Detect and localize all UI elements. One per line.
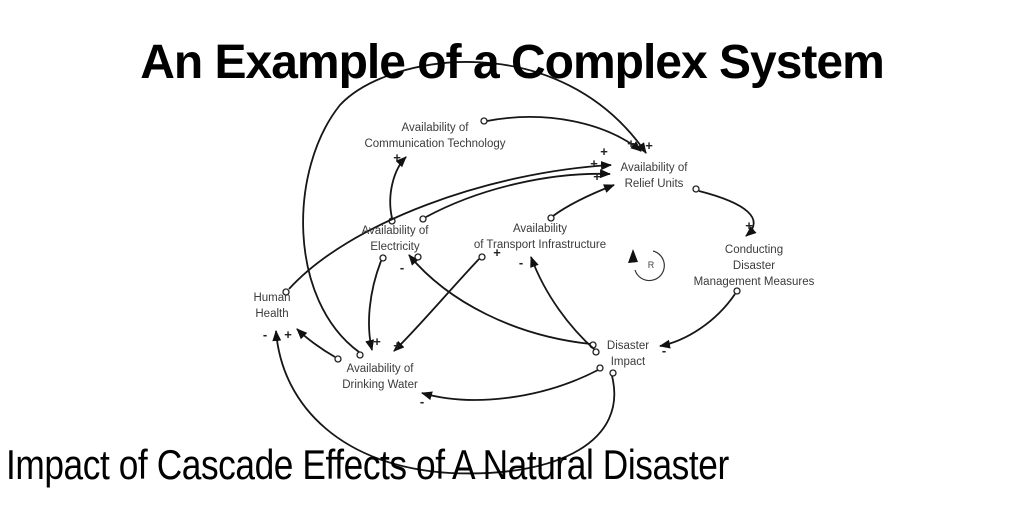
- edge-tail-dot: [379, 254, 387, 262]
- edge-tail-dot: [609, 369, 617, 377]
- edge-sign: +: [493, 245, 501, 260]
- edge-sign: +: [393, 150, 401, 165]
- edges-layer: +++++++-----++++: [263, 61, 757, 475]
- edge-sign: -: [519, 255, 523, 270]
- node-communication-technology: Availability of Communication Technology: [364, 120, 505, 152]
- loop-arrow-icon: [634, 250, 665, 282]
- loop-label: R: [648, 260, 655, 270]
- edge-tail-dot: [480, 117, 488, 125]
- edge-disaster-impact-to-transport-infrastructure: [530, 256, 596, 351]
- edge-tail-dot: [478, 253, 486, 261]
- edge-human-health-to-relief-units: [288, 161, 612, 290]
- edge-sign: -: [400, 260, 404, 275]
- node-electricity: Availability of Electricity: [362, 223, 429, 255]
- node-label-line: Availability of: [346, 363, 414, 375]
- edge-sign: +: [284, 327, 292, 342]
- edge-tail-dot: [692, 185, 700, 193]
- edge-sign: +: [645, 138, 653, 153]
- node-label-line: Disaster: [606, 340, 650, 352]
- edge-tail-dot: [334, 355, 342, 363]
- edge-tail-dot: [282, 288, 290, 296]
- edge-tail-dot: [356, 351, 364, 359]
- node-label-line: Communication Technology: [364, 138, 506, 150]
- edge-drinking-water-to-relief-units: [302, 61, 647, 353]
- edge-communication-technology-to-relief-units: [486, 116, 642, 152]
- node-label-line: Availability of: [401, 122, 469, 134]
- edge-sign: -: [263, 327, 267, 342]
- node-label-line: Human: [253, 292, 291, 304]
- edge-tail-dot: [419, 215, 427, 223]
- edge-sign: -: [420, 394, 424, 409]
- node-transport-infrastructure: Availability of Transport Infrastructure: [474, 221, 606, 253]
- node-label-line: Impact: [610, 356, 646, 368]
- node-label-line: Availability: [512, 223, 568, 235]
- edge-sign: +: [593, 169, 601, 184]
- edge-drinking-water-to-human-health: [296, 328, 336, 358]
- node-label-line: Availability of: [361, 225, 429, 237]
- edge-disaster-impact-to-electricity: [408, 254, 592, 345]
- edge-sign: +: [627, 136, 635, 151]
- edge-sign: +: [590, 156, 598, 171]
- edge-tail-dot: [547, 214, 555, 222]
- edge-tail-dot: [733, 287, 741, 295]
- node-relief-units: Availability of Relief Units: [621, 160, 688, 192]
- node-drinking-water: Availability of Drinking Water: [342, 361, 418, 393]
- node-label-line: Electricity: [370, 241, 420, 253]
- node-label-line: Relief Units: [624, 178, 684, 190]
- edge-sign: +: [373, 334, 381, 349]
- edge-electricity-to-communication-technology: [389, 156, 407, 219]
- page-subtitle: Impact of Cascade Effects of A Natural D…: [6, 441, 729, 488]
- node-label-line: Management Measures: [693, 276, 815, 288]
- edge-sign: +: [393, 338, 401, 353]
- edge-tail-dot: [592, 348, 600, 356]
- edge-tail-dot: [596, 364, 604, 372]
- node-label-line: Conducting: [724, 244, 784, 256]
- node-label-line: Availability of: [620, 162, 688, 174]
- reinforcing-loop-marker: R: [628, 249, 665, 282]
- node-label-line: Disaster: [732, 260, 776, 272]
- node-label-line: Health: [255, 308, 289, 320]
- edge-disaster-management-to-disaster-impact: [659, 293, 736, 349]
- edge-sign: +: [745, 218, 753, 233]
- edge-transport-infrastructure-to-drinking-water: [393, 258, 480, 352]
- edge-disaster-impact-to-human-health: [272, 330, 616, 475]
- edge-electricity-to-relief-units: [425, 169, 611, 218]
- edge-tail-dot: [414, 253, 422, 261]
- edge-sign: -: [662, 343, 666, 358]
- edge-sign: +: [600, 144, 608, 159]
- node-label-line: Drinking Water: [342, 379, 418, 391]
- edge-disaster-impact-to-drinking-water: [421, 369, 599, 401]
- loop-arrowhead-icon: [628, 249, 638, 263]
- page-title: An Example of a Complex System: [140, 36, 885, 90]
- edge-electricity-to-drinking-water: [365, 260, 382, 351]
- node-label-line: of Transport Infrastructure: [473, 239, 607, 251]
- edge-relief-units-to-disaster-management: [698, 190, 757, 237]
- edge-transport-infrastructure-to-relief-units: [552, 184, 615, 217]
